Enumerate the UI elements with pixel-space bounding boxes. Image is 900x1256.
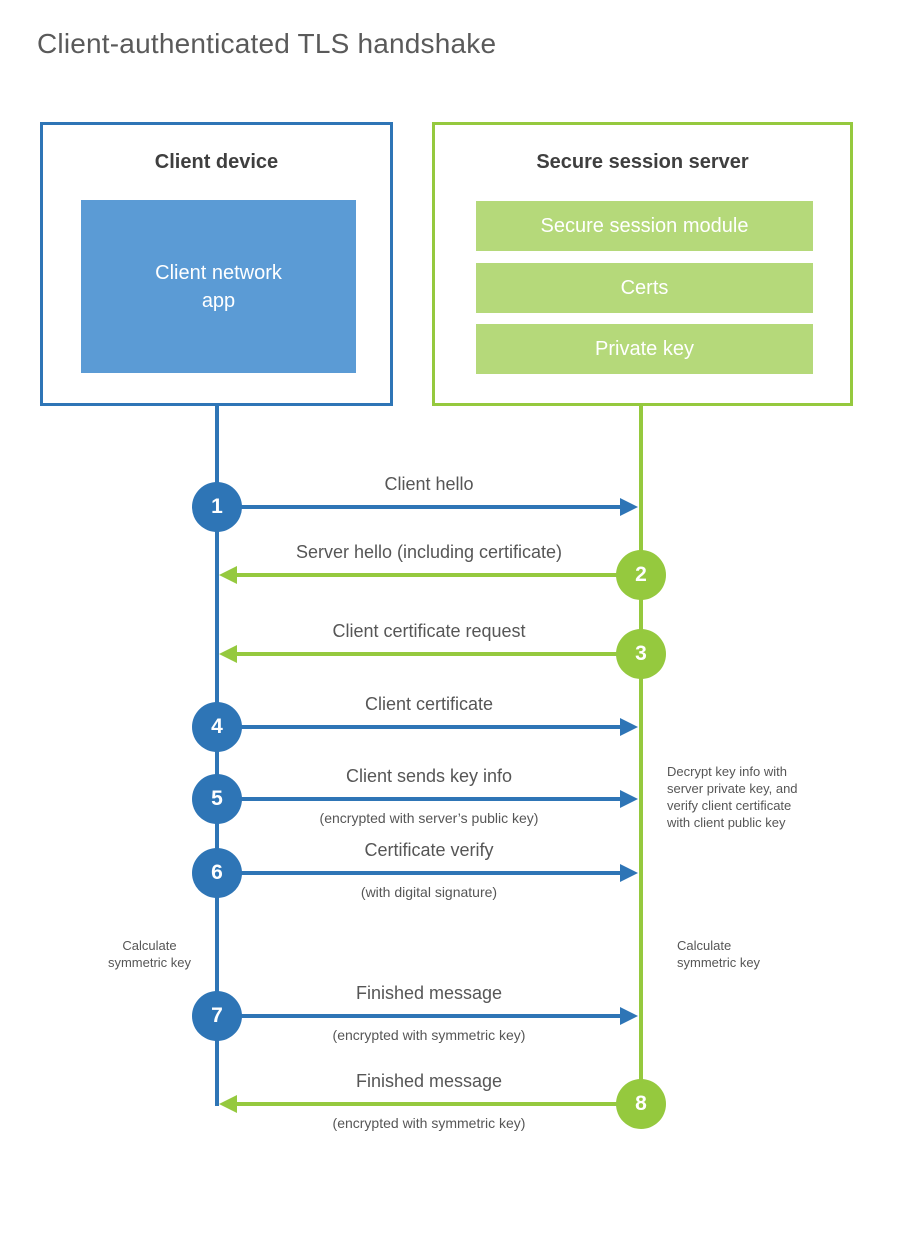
client-app-label-line2: app [201,289,236,312]
message-label: Finished message [355,983,503,1003]
message-sublabel: (with digital signature) [360,884,498,900]
server-certs-bar: Certs [476,263,813,313]
client-app-label-line1: Client network [155,261,282,284]
step-circle: 6 [192,848,242,898]
message-label: Client hello [384,474,474,494]
message-sublabel: (encrypted with symmetric key) [332,1027,526,1043]
message-label: Server hello (including certificate) [295,542,563,562]
note-line: Decrypt key info with [667,764,787,779]
step-circle: 7 [192,991,242,1041]
message-sublabel: (encrypted with server’s public key) [319,810,539,826]
server-private-key-bar: Private key [476,324,813,374]
arrow-line [237,573,641,577]
arrow-line [217,725,621,729]
secure-session-server-box: Secure session server Secure session mod… [432,122,853,406]
client-device-title: Client device [154,151,279,173]
message-label: Client certificate [364,694,494,714]
message-sublabel: (encrypted with symmetric key) [332,1115,526,1131]
arrowhead-left-icon [219,1095,237,1113]
arrowhead-right-icon [620,790,638,808]
calculate-symmetric-key-note-server: Calculate symmetric key [677,937,792,971]
arrow-line [217,1014,621,1018]
message-label: Client sends key info [345,766,513,786]
arrowhead-right-icon [620,718,638,736]
calculate-symmetric-key-note-client: Calculate symmetric key [92,937,207,971]
arrow-line [237,652,641,656]
arrow-line [237,1102,641,1106]
step-circle: 1 [192,482,242,532]
note-line: verify client certificate [667,798,792,813]
client-lifeline [215,406,219,1106]
server-lifeline [639,406,643,1104]
arrowhead-right-icon [620,1007,638,1025]
server-module-bar: Secure session module [476,201,813,251]
message-label: Certificate verify [364,840,494,860]
step-circle: 8 [616,1079,666,1129]
arrowhead-right-icon [620,498,638,516]
arrowhead-left-icon [219,566,237,584]
message-label: Client certificate request [332,621,526,641]
note-line: server private key, and [667,781,798,796]
note-line: with client public key [667,815,786,830]
client-network-app-rect: Client network app [81,200,356,373]
step-circle: 2 [616,550,666,600]
step-circle: 3 [616,629,666,679]
page-title: Client-authenticated TLS handshake [37,28,497,59]
arrow-line [217,797,621,801]
arrow-line [217,505,621,509]
step-circle: 4 [192,702,242,752]
step-circle: 5 [192,774,242,824]
message-label: Finished message [355,1071,503,1091]
decrypt-key-note: Decrypt key info with server private key… [667,763,847,831]
server-title: Secure session server [536,151,749,173]
note-line: symmetric key [107,955,192,970]
arrowhead-right-icon [620,864,638,882]
note-line: Calculate [677,938,732,953]
arrowhead-left-icon [219,645,237,663]
note-line: symmetric key [677,955,761,970]
arrow-line [217,871,621,875]
note-line: Calculate [122,938,177,953]
client-device-box: Client device Client network app [40,122,393,406]
